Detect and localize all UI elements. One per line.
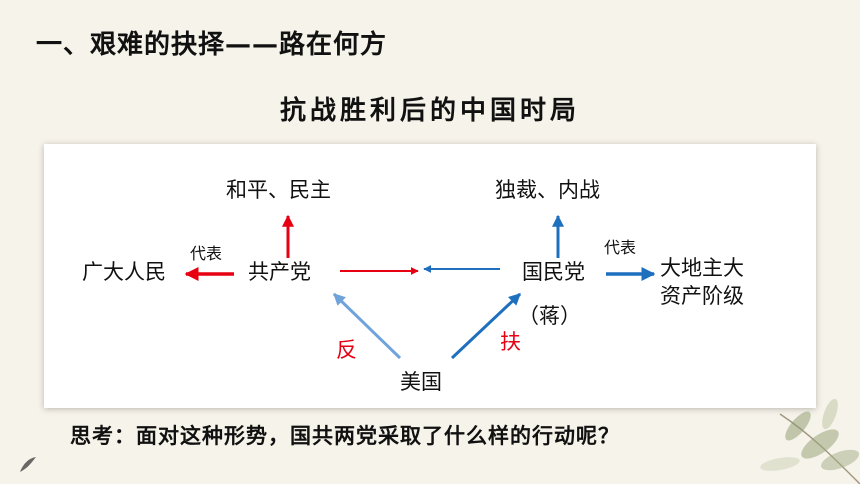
diagram-panel: 和平、民主 独裁、内战 广大人民 代表 共产党 国民党 （蒋） 代表 大地主大 …: [44, 144, 816, 408]
discussion-question: 思考：面对这种形势，国共两党采取了什么样的行动呢？: [70, 423, 620, 448]
diagram-arrows: [184, 214, 656, 360]
node-ccp: 共产党: [248, 260, 311, 284]
arrow-usa-support-kmt: [450, 292, 522, 360]
diagram-title: 抗战胜利后的中国时局: [279, 96, 580, 126]
node-peace-democracy: 和平、民主: [226, 178, 331, 202]
arrow-usa-oppose-ccp: [332, 292, 402, 360]
node-kmt: 国民党: [522, 260, 585, 284]
feather-icon: [20, 457, 36, 472]
node-landlords-line2: 资产阶级: [660, 284, 744, 308]
label-oppose: 反: [336, 338, 357, 362]
label-support: 扶: [500, 330, 521, 354]
label-represent-left: 代表: [190, 244, 223, 263]
node-dictatorship-civil-war: 独裁、内战: [495, 178, 600, 202]
node-landlords-line1: 大地主大: [660, 256, 744, 280]
label-represent-right: 代表: [604, 238, 637, 257]
node-chiang: （蒋）: [518, 304, 581, 328]
page-heading: 一、艰难的抉择——路在何方: [36, 30, 388, 60]
node-usa: 美国: [400, 370, 442, 394]
node-people: 广大人民: [82, 260, 166, 284]
leaf-decoration-icon: [760, 398, 860, 484]
